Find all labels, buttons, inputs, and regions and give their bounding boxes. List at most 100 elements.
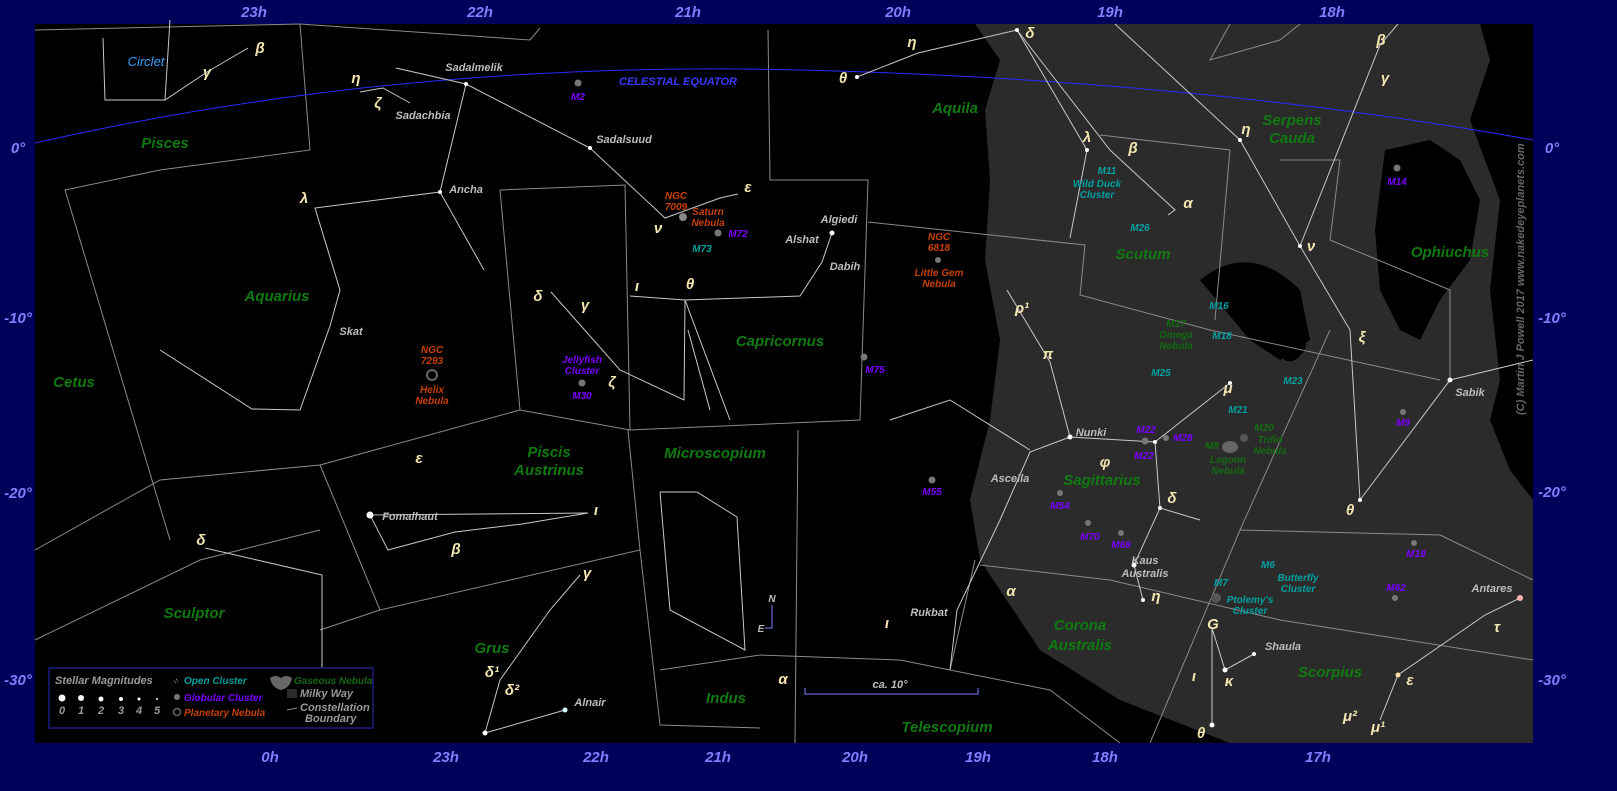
greek-letter: π [1043, 346, 1054, 363]
gaseous-nebula-label: Trifid [1258, 435, 1284, 446]
legend-mag: 3 [118, 705, 124, 717]
ra-label-top: 20h [884, 4, 911, 21]
greek-letter: δ [1167, 490, 1177, 507]
constellation-label: Sculptor [164, 605, 226, 622]
globular-cluster-label: M28 [1173, 433, 1193, 444]
celestial-equator-label: CELESTIAL EQUATOR [619, 76, 737, 88]
ra-label-bottom: 20h [841, 749, 868, 766]
open-cluster-label: M26 [1130, 223, 1150, 234]
constellation-lines [102, 19, 1534, 734]
planetary-nebula-label: Helix [420, 385, 444, 396]
star-name: Antares [1471, 583, 1513, 595]
planetary-nebula-label: Nebula [922, 279, 956, 290]
greek-letter: γ [1381, 70, 1391, 87]
constellation-label: Australis [1047, 637, 1112, 654]
star-name: Ascella [990, 473, 1030, 485]
open-cluster-label: M18 [1212, 331, 1232, 342]
legend-globular-cluster: Globular Cluster [184, 693, 263, 704]
open-cluster-label: M16 [1209, 301, 1229, 312]
celestial-equator-line [34, 68, 1534, 144]
constellation-label: Scorpius [1298, 664, 1362, 681]
constellation-label: Sagittarius [1063, 472, 1141, 489]
boundary-icon [286, 707, 298, 711]
greek-letter: δ [533, 288, 543, 305]
ra-label-bottom: 17h [1305, 749, 1331, 766]
ra-label-top: 23h [240, 4, 267, 21]
legend-title: Stellar Magnitudes [55, 675, 153, 687]
star-name: Alnair [573, 697, 606, 709]
open-cluster-label: Ptolemy's [1227, 595, 1274, 606]
star-name: Ancha [448, 184, 483, 196]
greek-letter: ξ [1359, 329, 1367, 346]
greek-letter: λ [299, 190, 308, 207]
open-cluster-label: M21 [1228, 405, 1248, 416]
greek-letter: λ [1082, 129, 1091, 146]
gaseous-nebula-label: M8 [1205, 441, 1219, 452]
globular-cluster-label: M55 [922, 487, 942, 498]
open-cluster-label: Butterfly [1277, 573, 1319, 584]
greek-letter: η [351, 70, 360, 87]
greek-letter: ζ [608, 374, 616, 391]
globular-cluster-label: M62 [1386, 583, 1406, 594]
gaseous-nebula-label: M20 [1254, 423, 1274, 434]
scale-bar [804, 688, 979, 695]
ra-label-bottom: 22h [582, 749, 609, 766]
globular-cluster-label: M69 [1111, 540, 1131, 551]
star-name: Australis [1120, 568, 1168, 580]
legend-open-cluster: Open Cluster [184, 676, 248, 687]
globular-cluster-label: M75 [865, 365, 885, 376]
dec-label-left: 0° [11, 140, 26, 157]
greek-letter: α [778, 671, 788, 688]
greek-letter: μ¹ [1370, 719, 1385, 736]
constellation-label: Serpens [1262, 112, 1321, 129]
greek-letter: ρ¹ [1014, 300, 1029, 317]
greek-letter: θ [686, 276, 695, 293]
globular-cluster-label: M70 [1080, 532, 1100, 543]
greek-letter: δ [1025, 25, 1035, 42]
legend: Stellar Magnitudes 0 1 2 3 4 5 ⁘ Open Cl… [48, 667, 374, 729]
greek-letter: ι [1192, 668, 1196, 685]
open-cluster-icon: ⁘ [172, 677, 179, 686]
open-cluster-label: Wild Duck [1073, 179, 1122, 190]
greek-letter: β [254, 40, 264, 57]
greek-letter: G [1207, 616, 1219, 633]
dec-label-right: -20° [1538, 484, 1567, 501]
milky-way [970, 24, 1533, 743]
greek-letter: ι [594, 502, 598, 519]
open-cluster-label: M25 [1151, 368, 1171, 379]
greek-letter: τ [1494, 619, 1501, 636]
gaseous-nebula-label: Omega [1159, 330, 1193, 341]
greek-letter: α [1183, 195, 1193, 212]
star-name: Sadalsuud [596, 134, 652, 146]
ra-label-bottom: 21h [704, 749, 731, 766]
stars [366, 28, 1523, 736]
deep-sky-markers [426, 79, 1417, 603]
legend-mag: 0 [59, 705, 66, 717]
constellation-label: Pisces [141, 135, 189, 152]
dec-label-left: -20° [4, 485, 33, 502]
greek-letter: μ² [1342, 708, 1358, 725]
star-name: Rukbat [910, 607, 949, 619]
greek-letter: γ [583, 565, 593, 582]
globular-cluster-label: M22 [1134, 451, 1154, 462]
legend-milky-way: Milky Way [300, 688, 354, 700]
globular-cluster-label: Jellyfish [562, 355, 602, 366]
dec-label-left: -30° [4, 672, 33, 689]
ra-label-bottom: 0h [261, 749, 279, 766]
greek-letter: θ [839, 70, 848, 87]
star-name: Dabih [830, 261, 861, 273]
star-name: Shaula [1265, 641, 1301, 653]
constellation-label: Aquila [931, 100, 978, 117]
constellation-label: Telescopium [901, 719, 992, 736]
planetary-nebula-label: 7009 [665, 202, 688, 213]
gaseous-nebula-label: Nebula [1159, 341, 1193, 352]
dec-label-right: -30° [1538, 672, 1567, 689]
greek-letter: η [1241, 121, 1250, 138]
greek-letter: ε [1406, 672, 1414, 689]
greek-letter: ι [885, 615, 889, 632]
globular-cluster-label: M14 [1387, 177, 1407, 188]
constellation-label: Scutum [1115, 246, 1170, 263]
planetary-nebula-label: Saturn [692, 207, 724, 218]
open-cluster-label: M11 [1098, 166, 1117, 177]
constellation-label: Cauda [1269, 130, 1315, 147]
